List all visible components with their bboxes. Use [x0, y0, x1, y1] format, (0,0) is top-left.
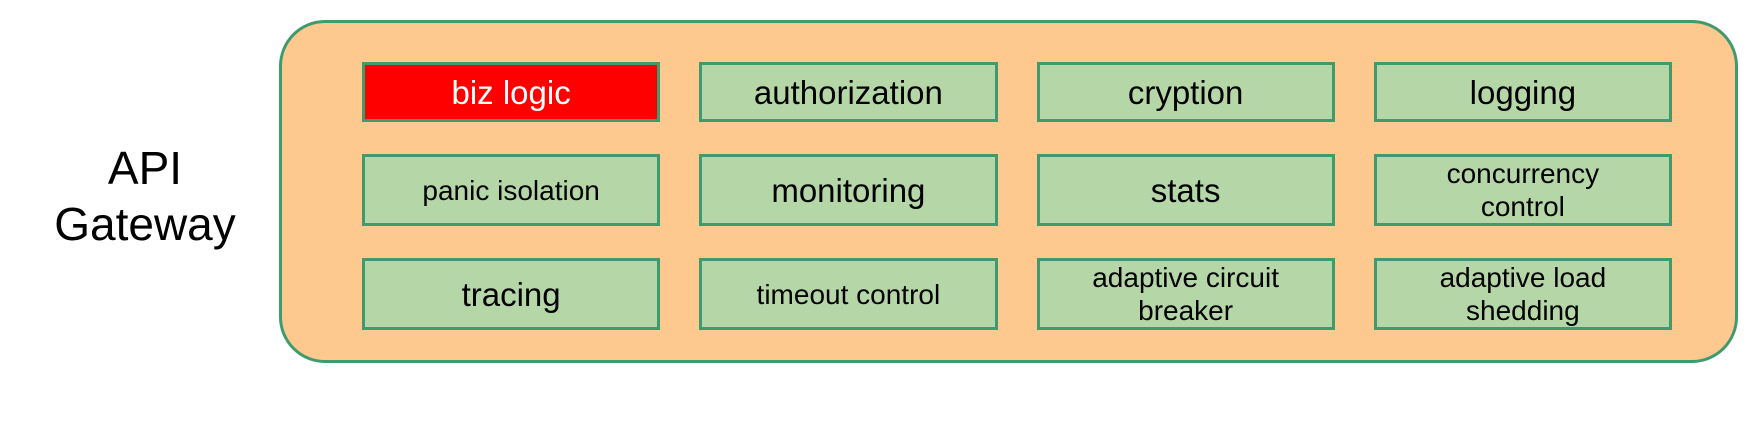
module-label: logging	[1469, 73, 1577, 111]
module-label: concurrency control	[1446, 158, 1600, 222]
module-label: monitoring	[771, 171, 926, 209]
module-box[interactable]: adaptive circuit breaker	[1036, 258, 1335, 330]
module-label: stats	[1150, 171, 1221, 209]
module-box[interactable]: concurrency control	[1373, 154, 1672, 226]
module-box[interactable]: adaptive load shedding	[1373, 258, 1672, 330]
module-box[interactable]: panic isolation	[362, 154, 661, 226]
module-box[interactable]: authorization	[699, 62, 998, 122]
module-grid: biz logic authorization cryption logging pan…	[362, 62, 1672, 330]
module-box[interactable]: monitoring	[699, 154, 998, 226]
module-box[interactable]: tracing	[362, 258, 661, 330]
api-gateway-label: API Gateway	[54, 142, 236, 250]
module-box[interactable]: logging	[1373, 62, 1672, 122]
api-gateway-container: biz logic authorization cryption logging pan…	[279, 20, 1738, 363]
module-label: biz logic	[451, 73, 571, 111]
module-label: tracing	[461, 275, 561, 313]
module-label: authorization	[753, 73, 943, 111]
module-label: timeout control	[756, 278, 941, 310]
module-box[interactable]: biz logic	[362, 62, 661, 122]
module-box[interactable]: cryption	[1036, 62, 1335, 122]
module-label: panic isolation	[422, 174, 600, 206]
module-label: adaptive circuit breaker	[1092, 262, 1279, 326]
module-box[interactable]: stats	[1036, 154, 1335, 226]
module-label: cryption	[1127, 73, 1244, 111]
module-box[interactable]: timeout control	[699, 258, 998, 330]
module-label: adaptive load shedding	[1439, 262, 1607, 326]
